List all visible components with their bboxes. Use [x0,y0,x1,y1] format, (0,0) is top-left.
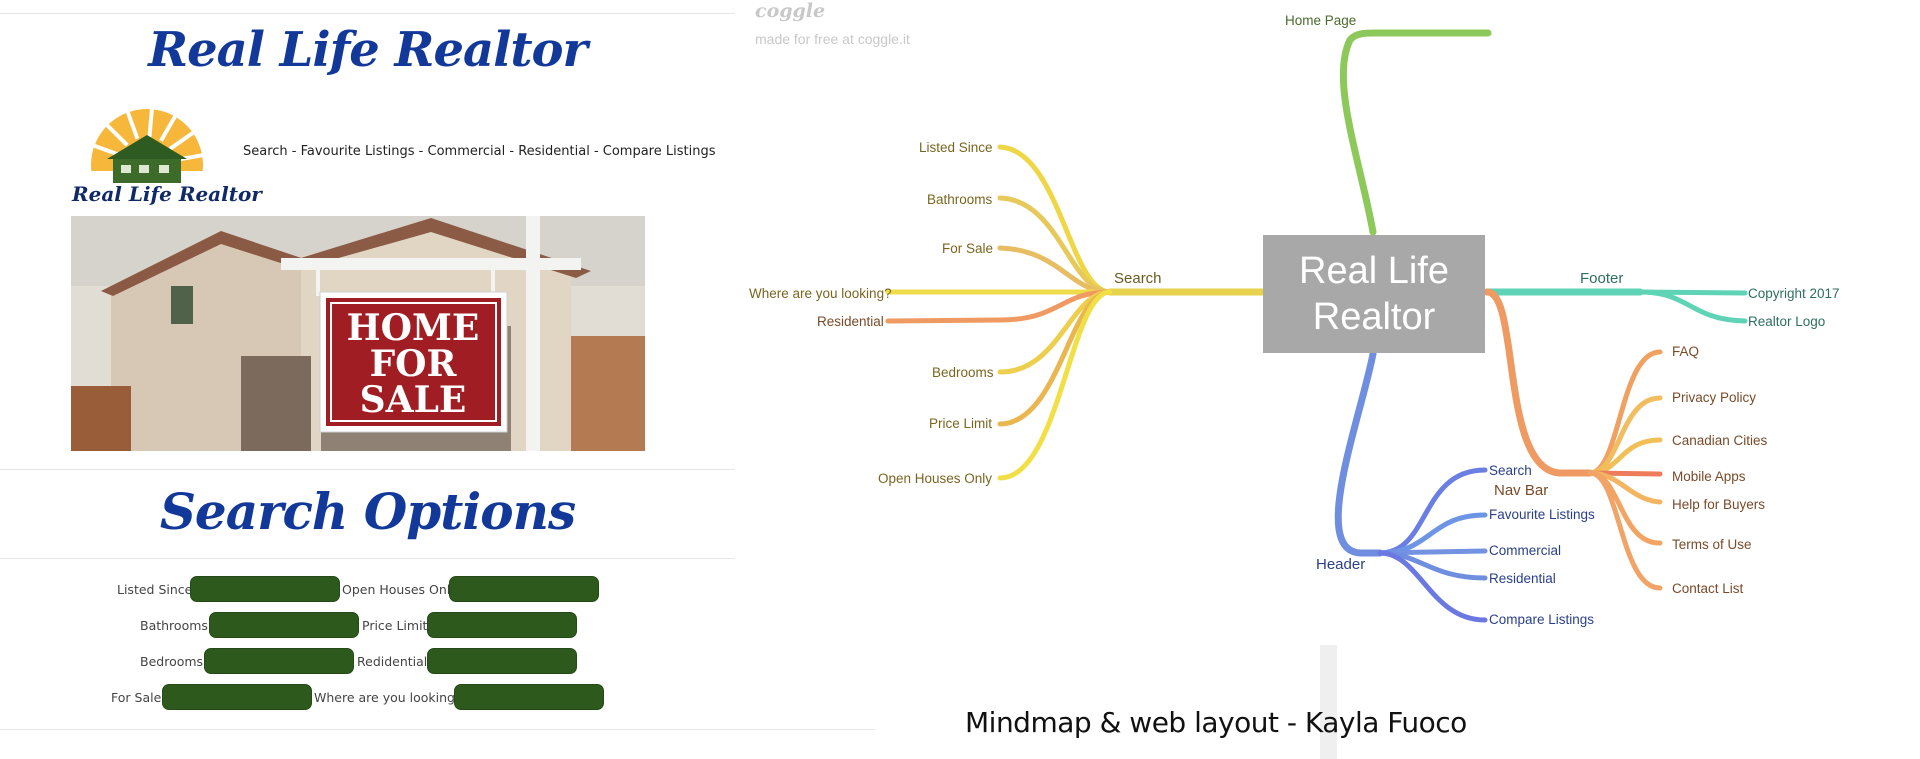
form-label: Redidential [357,654,428,669]
search-child[interactable]: Residential [817,314,884,329]
nav-child[interactable]: Canadian Cities [1672,433,1768,448]
nav-child[interactable]: Terms of Use [1672,537,1752,552]
hero-image: HOME FOR SALE [71,216,645,451]
footer-child[interactable]: Copyright 2017 [1748,286,1840,301]
sunburst-house-icon [82,107,212,190]
search-child[interactable]: Where are you looking? [749,286,892,301]
divider [0,13,735,14]
search-child[interactable]: Price Limit [929,416,993,431]
footer-branch [1483,288,1748,324]
central-node-label: Real Life Realtor [1299,250,1449,338]
sign-line-3: SALE [360,379,467,421]
header-child[interactable]: Residential [1489,571,1556,586]
divider [0,558,735,559]
form-label: Bedrooms [140,654,204,669]
nav-child[interactable]: Contact List [1672,581,1744,596]
search-child[interactable]: Listed Since [919,140,993,155]
section-title: Search Options [159,482,576,541]
listed-since-field[interactable] [190,576,340,602]
form-label: Bathrooms [140,618,208,633]
price-limit-field[interactable] [427,612,577,638]
nav-bar-node[interactable]: Nav Bar [1494,482,1549,499]
header-child[interactable]: Search [1489,463,1532,478]
form-label: Price Limit [362,618,428,633]
bedrooms-field[interactable] [204,648,354,674]
home-branch [1339,29,1492,236]
footer-node[interactable]: Footer [1580,270,1624,287]
search-child[interactable]: Bathrooms [927,192,993,207]
scroll-strip [1320,645,1337,759]
for-sale-field[interactable] [162,684,312,710]
nav-child[interactable]: Privacy Policy [1672,390,1757,405]
form-label: Where are you looking? [314,690,462,705]
location-field[interactable] [454,684,604,710]
footer-child[interactable]: Realtor Logo [1748,314,1826,329]
logo-text: Real Life Realtor [72,182,262,206]
house-photo: HOME FOR SALE [71,216,645,451]
divider [0,729,875,730]
divider [0,469,735,470]
nav-child[interactable]: Help for Buyers [1672,497,1766,512]
search-child[interactable]: For Sale [942,241,994,256]
header-child[interactable]: Commercial [1489,543,1562,558]
nav-child[interactable]: Mobile Apps [1672,469,1746,484]
central-node[interactable]: Real Life Realtor [1263,235,1485,353]
header-node[interactable]: Header [1316,556,1366,573]
search-node[interactable]: Search [1114,270,1162,287]
coggle-logo: coggle [755,0,826,22]
search-child[interactable]: Bedrooms [932,365,994,380]
form-label: Listed Since [117,582,193,597]
header-branch [1334,350,1488,623]
nav-child[interactable]: FAQ [1672,344,1700,359]
nav-branch [1483,288,1663,591]
form-label: Open Houses Only [342,582,458,597]
brand-title: Real Life Realtor [148,22,588,78]
open-houses-field[interactable] [449,576,599,602]
search-branch [885,144,1266,481]
header-child[interactable]: Favourite Listings [1489,507,1595,522]
form-label: For Sale [111,690,162,705]
bathrooms-field[interactable] [209,612,359,638]
nav-links[interactable]: Search - Favourite Listings - Commercial… [243,144,716,159]
residential-field[interactable] [427,648,577,674]
caption: Mindmap & web layout - Kayla Fuoco [965,706,1467,739]
sign-line-2: FOR [370,343,458,385]
coggle-credit: made for free at coggle.it [755,31,910,47]
search-child[interactable]: Open Houses Only [878,471,993,486]
sign-line-1: HOME [347,307,480,349]
header-child[interactable]: Compare Listings [1489,612,1595,627]
home-page-node[interactable]: Home Page [1285,13,1357,28]
